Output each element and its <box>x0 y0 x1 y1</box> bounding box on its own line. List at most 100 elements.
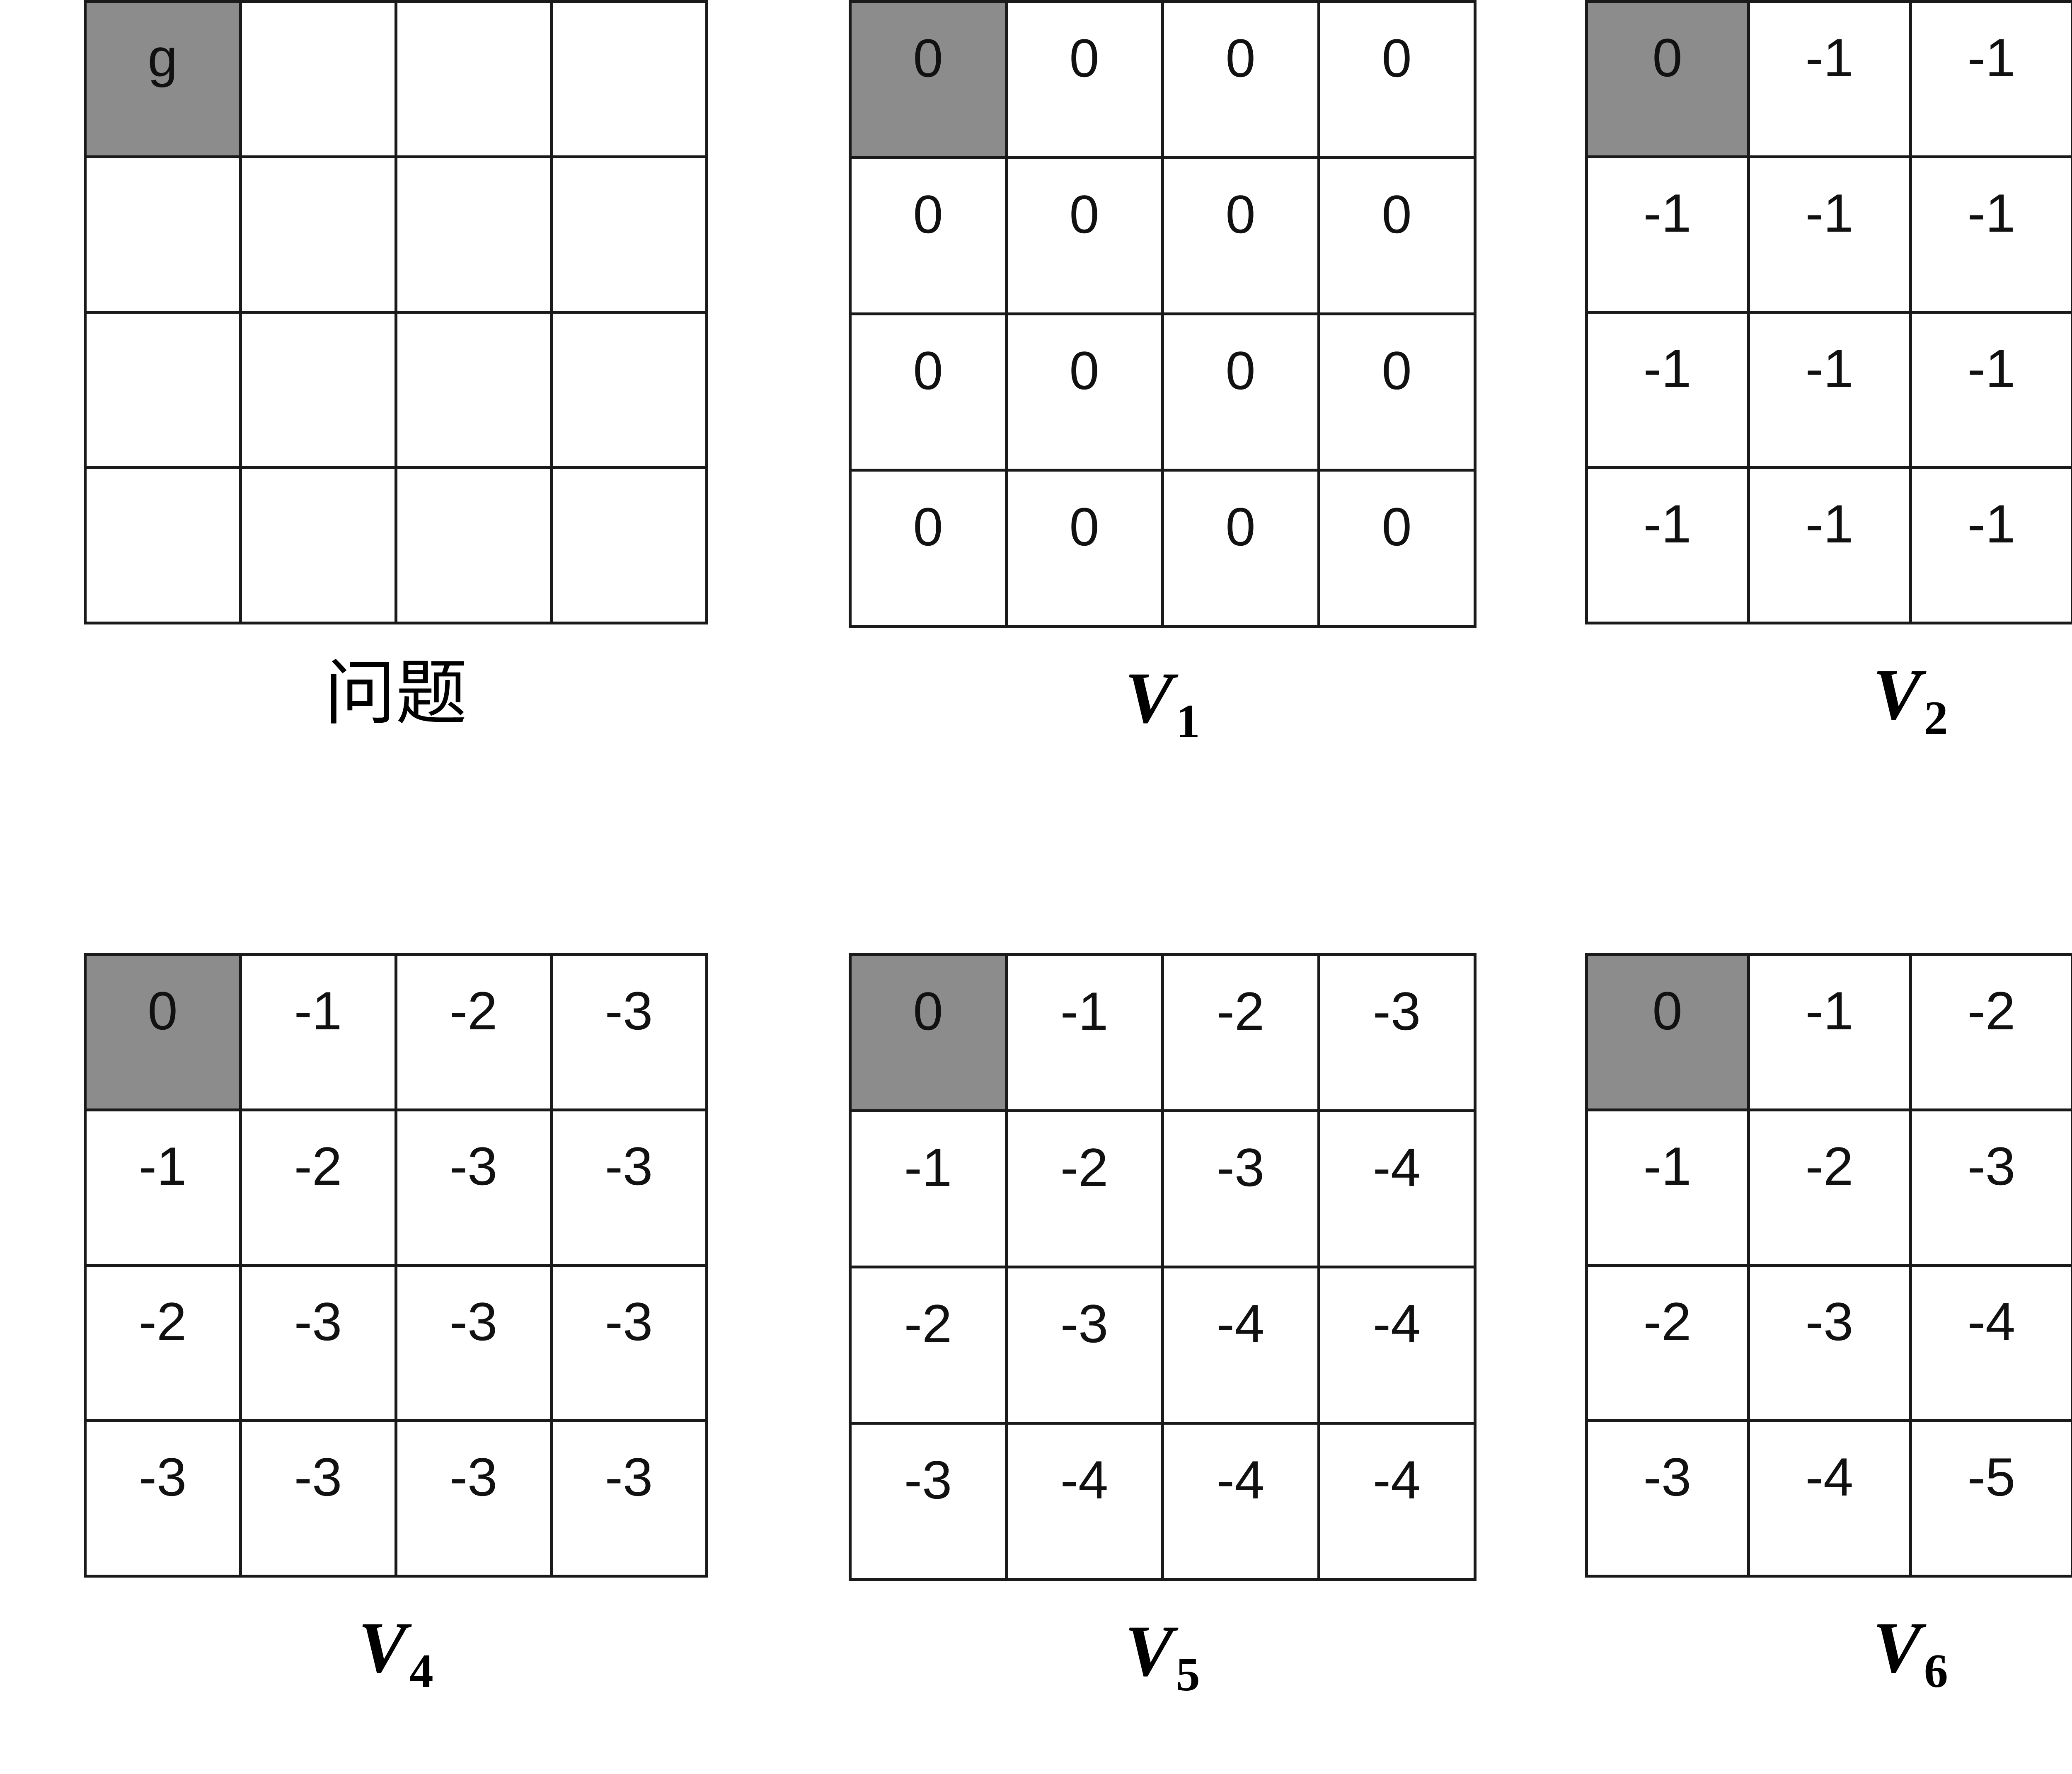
cell-1-0[interactable]: 0 <box>848 156 1008 315</box>
cell-0-0[interactable]: 0 <box>848 0 1008 159</box>
cell-3-0[interactable]: 0 <box>848 469 1008 628</box>
cell-3-2[interactable]: -3 <box>394 1419 553 1578</box>
cell-1-3[interactable] <box>549 155 708 314</box>
cell-1-2[interactable]: 0 <box>1161 156 1320 315</box>
cell-3-0[interactable]: -3 <box>848 1422 1008 1581</box>
cell-3-3[interactable]: 0 <box>1317 469 1477 628</box>
cell-3-2[interactable]: 0 <box>1161 469 1320 628</box>
cell-value: -3 <box>605 980 653 1041</box>
cell-2-0[interactable]: -2 <box>83 1264 242 1422</box>
cell-3-2[interactable] <box>394 466 553 624</box>
cell-2-3[interactable]: 0 <box>1317 312 1477 472</box>
cell-3-0[interactable]: -1 <box>1585 466 1750 624</box>
cell-0-0[interactable]: 0 <box>1585 0 1750 158</box>
cell-0-2[interactable]: 0 <box>1161 0 1320 159</box>
table-row: 0 0 0 0 <box>848 156 1477 315</box>
cell-1-1[interactable]: 0 <box>1005 156 1164 315</box>
cell-1-2[interactable]: -3 <box>394 1108 553 1267</box>
cell-2-3[interactable] <box>549 311 708 469</box>
cell-0-2[interactable]: -2 <box>1909 953 2072 1111</box>
cell-2-1[interactable] <box>239 311 397 469</box>
cell-3-1[interactable]: 0 <box>1005 469 1164 628</box>
cell-value: -3 <box>294 1447 342 1507</box>
cell-0-0[interactable]: g <box>83 0 242 158</box>
cell-2-2[interactable]: -1 <box>1909 311 2072 469</box>
cell-3-0[interactable]: -3 <box>83 1419 242 1578</box>
cell-0-3[interactable] <box>549 0 708 158</box>
cell-1-2[interactable]: -3 <box>1161 1109 1320 1268</box>
caption-problem: 问题 <box>324 658 467 754</box>
cell-0-2[interactable] <box>394 0 553 158</box>
cell-2-0[interactable]: 0 <box>848 312 1008 472</box>
cell-2-1[interactable]: -3 <box>239 1264 397 1422</box>
cell-1-2[interactable]: -1 <box>1909 155 2072 314</box>
caption-base: V <box>1125 1611 1174 1692</box>
cell-0-0[interactable]: 0 <box>848 953 1008 1112</box>
cell-1-1[interactable]: -2 <box>1005 1109 1164 1268</box>
cell-0-3[interactable]: -3 <box>1317 953 1477 1112</box>
cell-value: -3 <box>449 1291 498 1352</box>
cell-value: -1 <box>1643 494 1692 554</box>
cell-1-1[interactable]: -2 <box>239 1108 397 1267</box>
cell-3-3[interactable]: -4 <box>1317 1422 1477 1581</box>
cell-3-1[interactable]: -4 <box>1747 1419 1912 1578</box>
cell-2-2[interactable] <box>394 311 553 469</box>
cell-1-1[interactable]: -2 <box>1747 1108 1912 1267</box>
cell-2-1[interactable]: -3 <box>1747 1264 1912 1422</box>
cell-0-0[interactable]: 0 <box>83 953 242 1111</box>
cell-2-1[interactable]: -1 <box>1747 311 1912 469</box>
cell-2-3[interactable]: -4 <box>1317 1266 1477 1425</box>
cell-0-1[interactable]: -1 <box>1747 953 1912 1111</box>
cell-3-0[interactable]: -3 <box>1585 1419 1750 1578</box>
cell-3-2[interactable]: -5 <box>1909 1419 2072 1578</box>
cell-2-0[interactable] <box>83 311 242 469</box>
cell-value: -2 <box>1643 1291 1692 1352</box>
cell-3-3[interactable]: -3 <box>549 1419 708 1578</box>
cell-0-1[interactable]: 0 <box>1005 0 1164 159</box>
cell-2-0[interactable]: -1 <box>1585 311 1750 469</box>
cell-0-2[interactable]: -1 <box>1909 0 2072 158</box>
cell-0-1[interactable]: -1 <box>1005 953 1164 1112</box>
cell-1-0[interactable]: -1 <box>1585 155 1750 314</box>
cell-0-2[interactable]: -2 <box>394 953 553 1111</box>
cell-1-1[interactable] <box>239 155 397 314</box>
cell-1-3[interactable]: -3 <box>549 1108 708 1267</box>
cell-value: -3 <box>1372 981 1421 1041</box>
cell-3-1[interactable] <box>239 466 397 624</box>
panel-v5: 0 -1 -2 -3 -1 -2 -3 -4 -2 -3 -4 -4 <box>771 953 1537 1774</box>
cell-2-1[interactable]: 0 <box>1005 312 1164 472</box>
cell-3-0[interactable] <box>83 466 242 624</box>
caption-subscript: 2 <box>1924 692 1948 745</box>
cell-1-2[interactable] <box>394 155 553 314</box>
cell-0-0[interactable]: 0 <box>1585 953 1750 1111</box>
cell-3-1[interactable]: -3 <box>239 1419 397 1578</box>
cell-0-1[interactable]: -1 <box>239 953 397 1111</box>
cell-3-1[interactable]: -1 <box>1747 466 1912 624</box>
cell-1-3[interactable]: 0 <box>1317 156 1477 315</box>
cell-1-1[interactable]: -1 <box>1747 155 1912 314</box>
cell-2-1[interactable]: -3 <box>1005 1266 1164 1425</box>
cell-3-2[interactable]: -1 <box>1909 466 2072 624</box>
cell-2-0[interactable]: -2 <box>848 1266 1008 1425</box>
cell-1-0[interactable]: -1 <box>1585 1108 1750 1267</box>
cell-2-2[interactable]: -4 <box>1909 1264 2072 1422</box>
cell-1-0[interactable]: -1 <box>848 1109 1008 1268</box>
cell-2-3[interactable]: -3 <box>549 1264 708 1422</box>
cell-0-3[interactable]: -3 <box>549 953 708 1111</box>
cell-1-3[interactable]: -4 <box>1317 1109 1477 1268</box>
cell-0-1[interactable]: -1 <box>1747 0 1912 158</box>
cell-0-2[interactable]: -2 <box>1161 953 1320 1112</box>
cell-0-1[interactable] <box>239 0 397 158</box>
cell-2-2[interactable]: -4 <box>1161 1266 1320 1425</box>
cell-3-1[interactable]: -4 <box>1005 1422 1164 1581</box>
cell-2-2[interactable]: 0 <box>1161 312 1320 472</box>
cell-2-2[interactable]: -3 <box>394 1264 553 1422</box>
cell-1-0[interactable]: -1 <box>83 1108 242 1267</box>
cell-2-0[interactable]: -2 <box>1585 1264 1750 1422</box>
cell-3-3[interactable] <box>549 466 708 624</box>
cell-3-2[interactable]: -4 <box>1161 1422 1320 1581</box>
cell-0-3[interactable]: 0 <box>1317 0 1477 159</box>
cell-1-0[interactable] <box>83 155 242 314</box>
cell-value: 0 <box>1652 27 1682 88</box>
cell-1-2[interactable]: -3 <box>1909 1108 2072 1267</box>
